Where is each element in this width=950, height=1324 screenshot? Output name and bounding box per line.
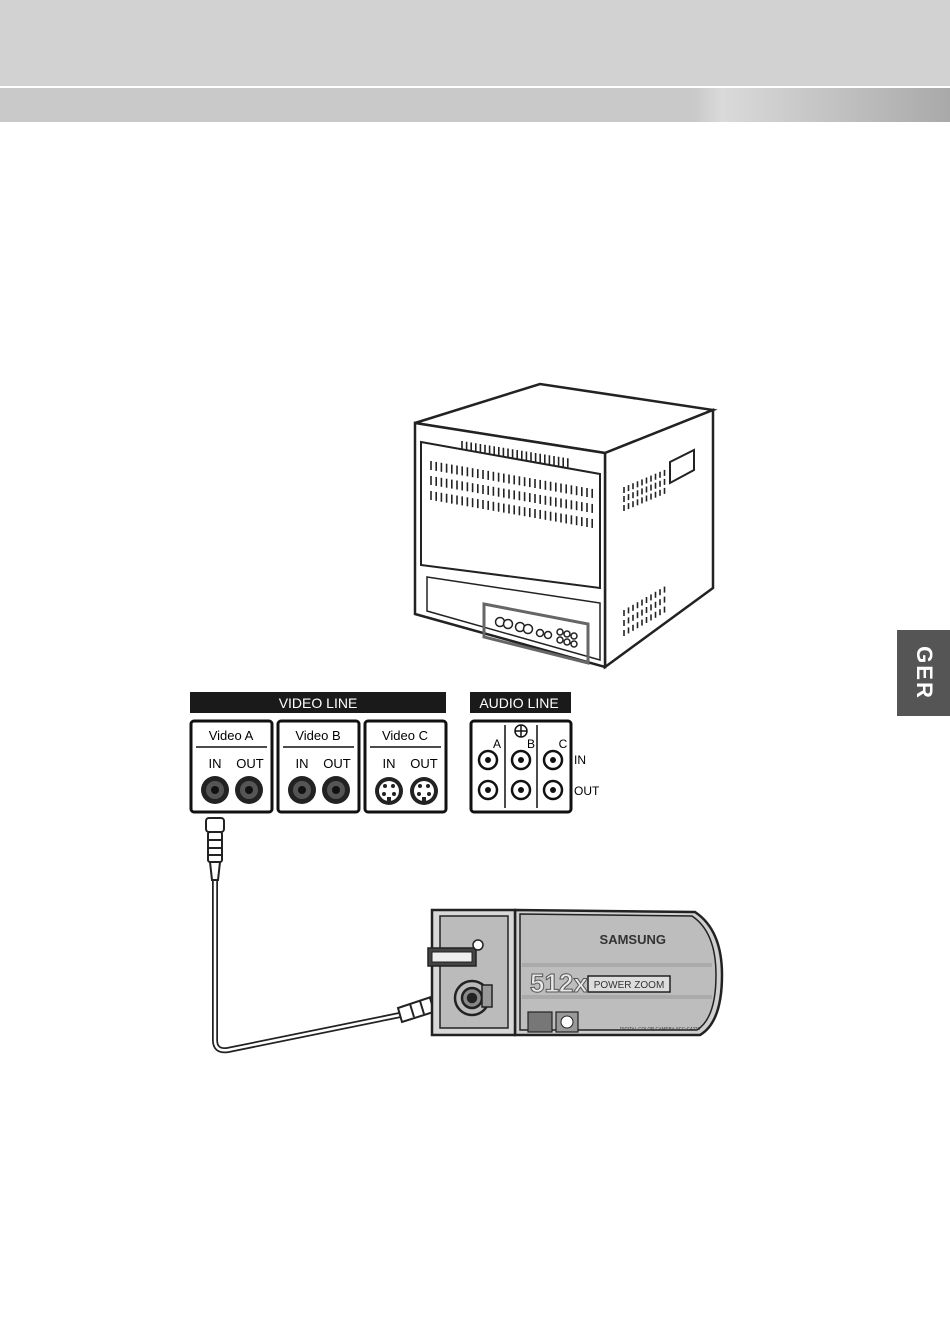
video-line-title: VIDEO LINE	[279, 695, 358, 711]
bnc-plug-icon	[206, 818, 224, 880]
video-c-label: Video C	[382, 728, 428, 743]
video-c-group: Video C IN OUT	[365, 721, 446, 812]
audio-in-label: IN	[574, 753, 586, 767]
video-a-out-label: OUT	[236, 756, 264, 771]
bnc-out-connector	[322, 776, 350, 804]
audio-line-title: AUDIO LINE	[479, 695, 558, 711]
bnc-in-connector	[201, 776, 229, 804]
video-b-in-label: IN	[296, 756, 309, 771]
video-cable	[206, 818, 446, 1050]
video-a-in-label: IN	[209, 756, 222, 771]
video-c-out-label: OUT	[410, 756, 438, 771]
video-a-label: Video A	[209, 728, 254, 743]
audio-out-label: OUT	[574, 784, 600, 798]
camera-model-text: DIGITAL COLOR CAMERA SCC-C4333	[620, 1026, 701, 1031]
svideo-out-connector	[410, 777, 438, 805]
camera-brand: SAMSUNG	[600, 932, 666, 947]
camera-zoom-badge: 512x	[530, 968, 588, 998]
audio-channel-b: B	[527, 737, 535, 751]
bnc-in-connector	[288, 776, 316, 804]
camera-zoom-label: POWER ZOOM	[594, 980, 665, 991]
video-c-in-label: IN	[383, 756, 396, 771]
svideo-in-connector	[375, 777, 403, 805]
audio-channel-a: A	[493, 737, 501, 751]
video-b-group: Video B IN OUT	[278, 721, 359, 812]
monitor-illustration	[415, 384, 713, 667]
video-a-group: Video A IN OUT	[191, 721, 272, 812]
audio-channel-c: C	[559, 737, 568, 751]
video-line-panel: VIDEO LINE Video A IN OUT Video B IN OUT…	[190, 692, 446, 812]
video-b-label: Video B	[295, 728, 340, 743]
video-b-out-label: OUT	[323, 756, 351, 771]
bnc-out-connector	[235, 776, 263, 804]
audio-line-panel: AUDIO LINE A B C IN OUT	[470, 692, 600, 812]
ground-symbol-icon	[515, 725, 527, 737]
